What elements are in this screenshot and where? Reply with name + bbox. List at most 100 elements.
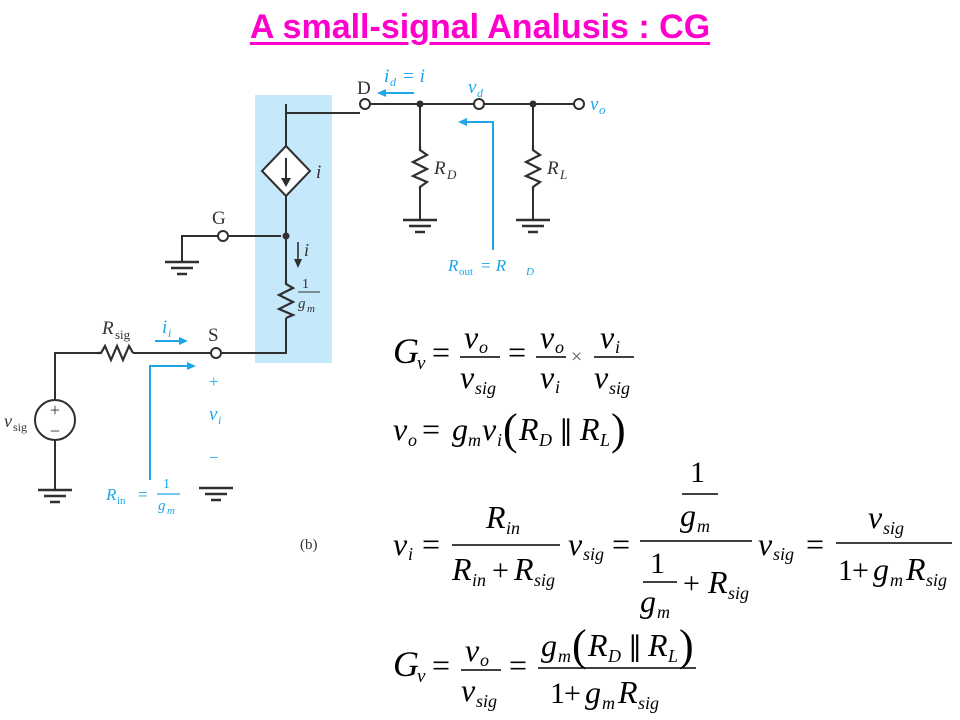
svg-text:g: g <box>873 551 889 587</box>
svg-text:v: v <box>568 526 583 562</box>
circuit-diagram: i i 1 g m R D R L R sig + − v sig <box>4 66 606 553</box>
vd-terminal <box>473 98 485 110</box>
junction-dot <box>282 232 290 240</box>
rl-subscript: L <box>559 167 567 182</box>
rd-resistor <box>410 145 430 190</box>
rl-symbol: R <box>546 158 559 179</box>
svg-text:L: L <box>599 430 610 450</box>
drain-label: D <box>357 78 371 99</box>
svg-text:v: v <box>393 526 408 562</box>
svg-text:+: + <box>683 567 700 600</box>
svg-text:R: R <box>647 627 668 663</box>
svg-text:): ) <box>611 405 626 454</box>
svg-text:R: R <box>485 499 506 535</box>
vd-annotation: v d <box>468 77 484 100</box>
rd-symbol: R <box>433 158 446 179</box>
gm-subscript: m <box>307 303 315 315</box>
svg-text:sig: sig <box>638 693 659 713</box>
svg-text:v: v <box>594 359 609 395</box>
vd-symbol: v <box>468 77 477 98</box>
svg-text:o: o <box>555 337 564 357</box>
svg-text:v: v <box>393 411 408 447</box>
rout-rhs: = R <box>480 256 507 275</box>
figure-caption: (b) <box>300 537 318 553</box>
junction-dot <box>416 100 424 108</box>
ii-subscript: i <box>168 326 171 340</box>
svg-text:): ) <box>679 621 694 670</box>
gm-symbol: g <box>298 296 306 312</box>
svg-text:R: R <box>905 551 926 587</box>
svg-text:(: ( <box>503 405 518 454</box>
vo-subscript: o <box>599 102 606 117</box>
svg-text:×: × <box>571 346 582 368</box>
vsig-voltage-source <box>34 399 76 441</box>
equation-output-voltage: v o = g m v i ( R D ∥ R L ) <box>393 405 626 454</box>
svg-text:v: v <box>600 319 615 355</box>
svg-text:m: m <box>657 602 670 622</box>
ii-symbol: i <box>162 317 167 338</box>
rout-annotation: R out = R D <box>447 118 534 278</box>
svg-text:g: g <box>680 497 696 533</box>
vi-plus: + <box>209 372 219 391</box>
svg-text:G: G <box>393 644 419 684</box>
rin-equals: = <box>138 485 148 504</box>
vsig-symbol: v <box>4 411 12 431</box>
rin-subscript: in <box>117 495 126 507</box>
rout-subscript: out <box>459 266 473 278</box>
svg-text:v: v <box>461 672 476 708</box>
dependent-source-label: i <box>316 162 321 183</box>
svg-text:(: ( <box>572 621 587 670</box>
rsig-symbol: R <box>101 318 114 339</box>
svg-text:sig: sig <box>883 518 904 538</box>
equation-input-voltage: v i = R in R in + R sig v sig = 1 g m 1 … <box>393 456 952 622</box>
svg-text:v: v <box>464 319 479 355</box>
svg-text:sig: sig <box>926 570 947 590</box>
vsig-minus: − <box>50 421 60 441</box>
vo-terminal <box>573 98 585 110</box>
svg-text:=: = <box>432 334 450 370</box>
id-annotation: i d = i <box>377 66 425 97</box>
vsig-subscript: sig <box>13 420 27 434</box>
rl-resistor <box>523 145 543 190</box>
svg-text:i: i <box>555 377 560 397</box>
svg-text:g: g <box>585 674 601 710</box>
vsig-plus: + <box>50 400 60 420</box>
rin-g-subscript: m <box>167 505 175 517</box>
svg-text:R: R <box>707 564 728 600</box>
equation-gain-definition: G v = v o v sig = v o v i × v i v sig <box>393 319 634 398</box>
gate-terminal <box>217 230 229 242</box>
svg-text:sig: sig <box>728 583 749 603</box>
vi-annotation: + v i − <box>209 372 221 467</box>
svg-text:R: R <box>451 551 472 587</box>
inverse-gm-resistor <box>276 280 296 320</box>
svg-text:+: + <box>564 677 581 710</box>
junction-dot <box>529 100 537 108</box>
svg-text:v: v <box>868 499 883 535</box>
rin-numerator: 1 <box>163 477 170 492</box>
svg-text:v: v <box>465 632 480 668</box>
svg-text:v: v <box>540 319 555 355</box>
gate-label: G <box>212 208 226 229</box>
svg-text:g: g <box>452 411 468 447</box>
id-symbol: i <box>384 66 389 87</box>
svg-text:=: = <box>509 647 527 683</box>
rsig-subscript: sig <box>115 327 131 342</box>
vi-subscript: i <box>218 413 221 427</box>
svg-text:L: L <box>667 646 678 666</box>
gm-numerator: 1 <box>302 277 309 292</box>
svg-text:in: in <box>472 570 486 590</box>
svg-text:o: o <box>480 650 489 670</box>
svg-text:R: R <box>617 674 638 710</box>
svg-text:v: v <box>417 353 426 374</box>
svg-text:R: R <box>518 411 539 447</box>
id-subscript: d <box>390 75 397 89</box>
svg-text:o: o <box>479 337 488 357</box>
svg-text:sig: sig <box>534 570 555 590</box>
current-arrow <box>294 242 302 268</box>
svg-text:=: = <box>422 411 440 447</box>
svg-text:1: 1 <box>650 547 665 580</box>
svg-text:g: g <box>640 583 656 619</box>
rsig-resistor <box>97 343 134 363</box>
svg-text:sig: sig <box>475 378 496 398</box>
source-label: S <box>208 325 219 346</box>
